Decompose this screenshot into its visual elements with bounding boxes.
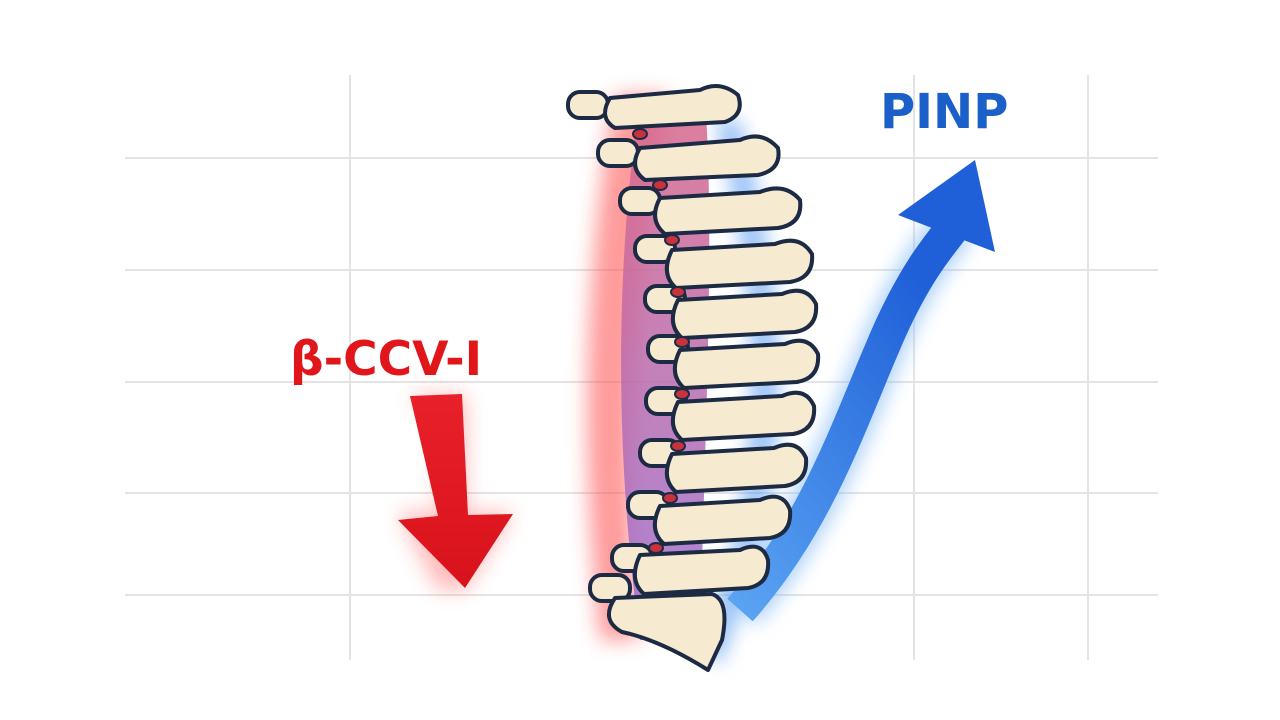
vertebral-bodies [603,84,821,672]
discs [632,128,690,554]
beta-ccv-i-label: β-CCV-I [290,332,483,387]
pinp-label: PINP [880,84,1009,140]
curved-up-arrow-icon [722,160,995,626]
down-arrow-icon [398,394,514,590]
spine-illustration [566,84,821,672]
